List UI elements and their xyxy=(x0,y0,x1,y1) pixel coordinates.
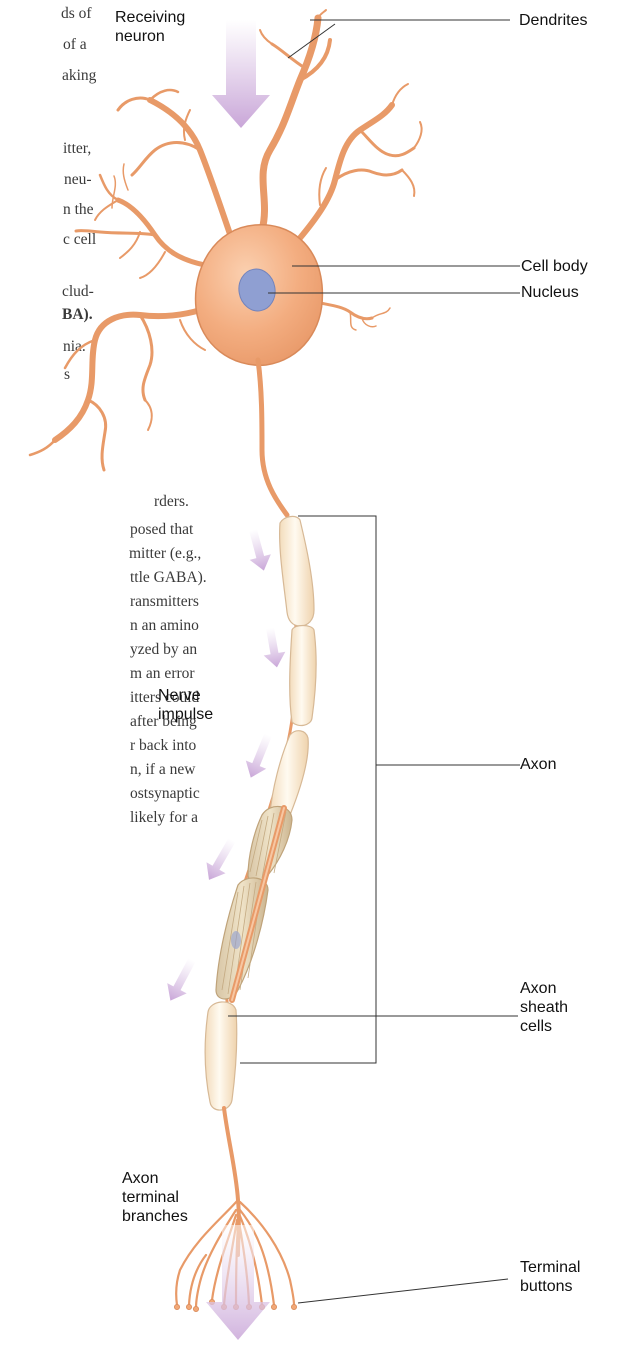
axon xyxy=(205,515,316,1255)
axon-sheath-cell xyxy=(290,626,316,726)
label-cell-body: Cell body xyxy=(521,257,588,276)
label-axon-terminal-branches: Axon terminal branches xyxy=(122,1169,188,1226)
label-dendrites: Dendrites xyxy=(519,11,587,30)
label-receiving-neuron: Receiving neuron xyxy=(115,8,185,46)
axon-sheath-cell xyxy=(280,516,314,626)
axon-sheath-cell xyxy=(205,1002,237,1110)
label-nucleus: Nucleus xyxy=(521,283,579,302)
incoming-signal-arrow xyxy=(212,20,270,128)
label-terminal-buttons: Terminal buttons xyxy=(520,1258,580,1296)
label-axon-sheath-cells: Axon sheath cells xyxy=(520,979,568,1036)
cell-body xyxy=(196,225,323,515)
label-nerve-impulse: Nerve impulse xyxy=(158,686,213,724)
label-axon: Axon xyxy=(520,755,556,774)
